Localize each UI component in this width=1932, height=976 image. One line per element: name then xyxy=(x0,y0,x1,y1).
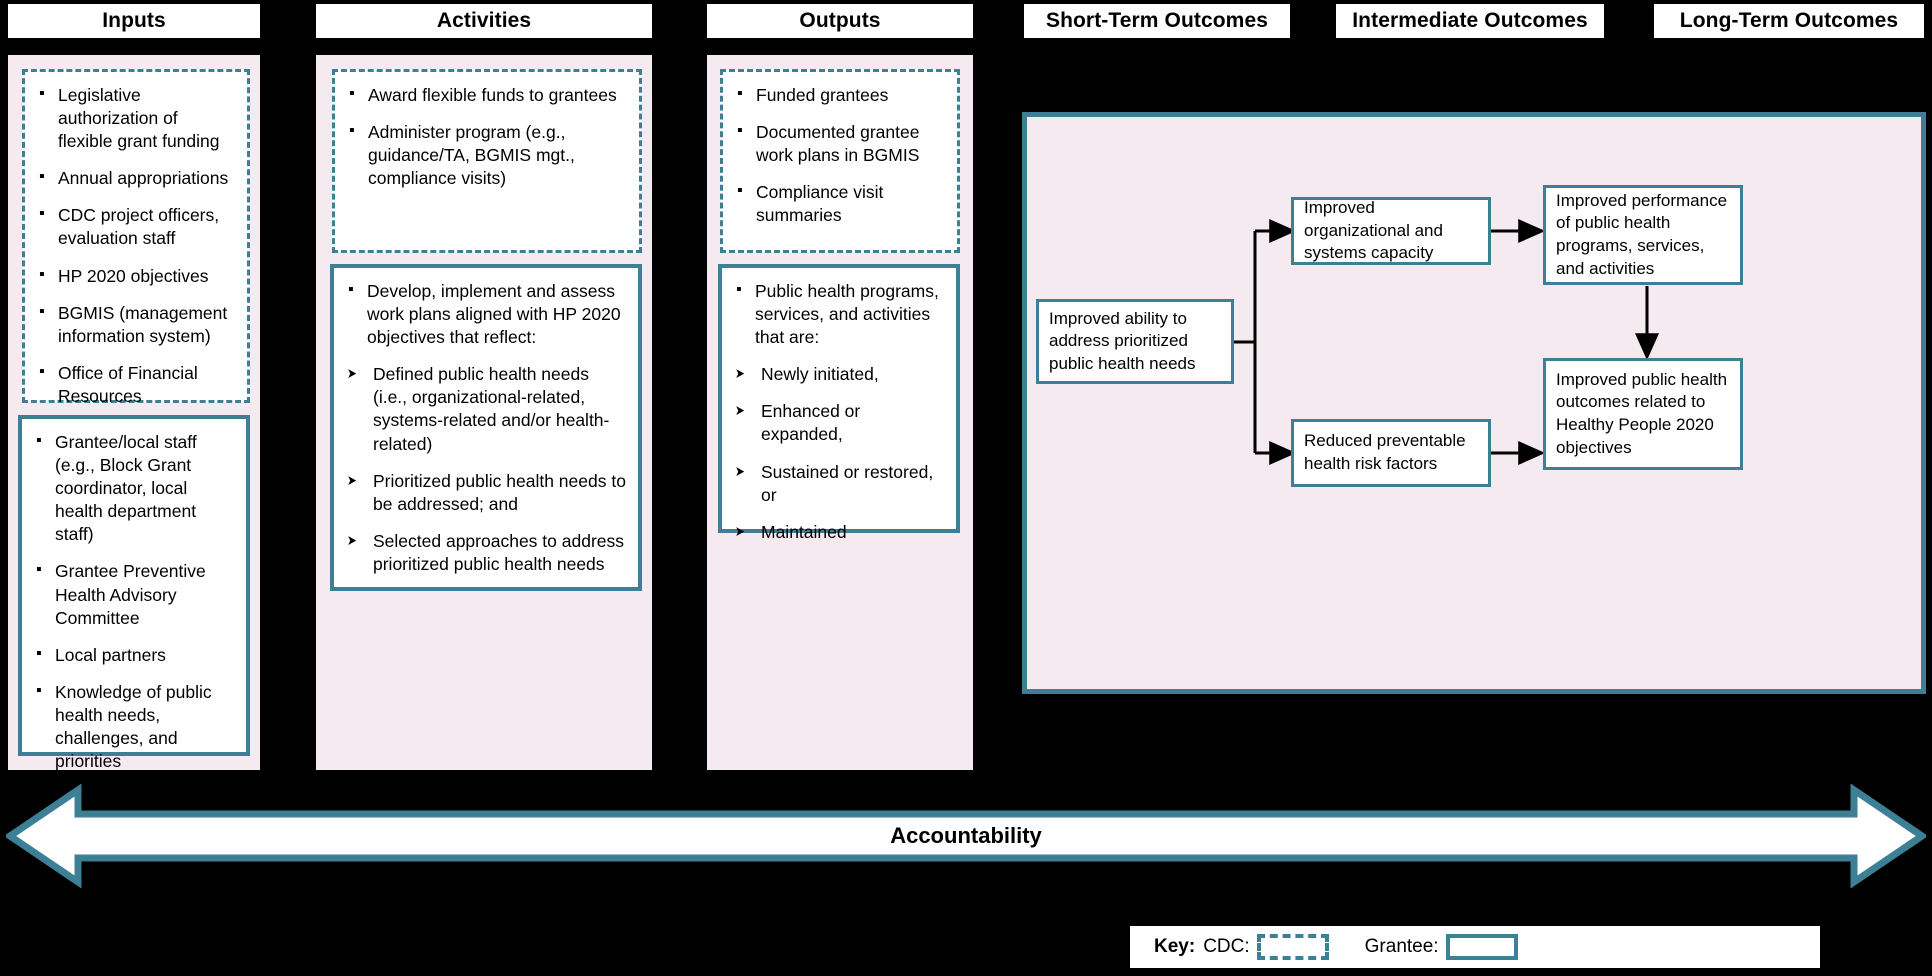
outcome-box-improved-ability: Improved ability to address prioritized … xyxy=(1036,299,1234,384)
outcome-box-label: Reduced preventable health risk factors xyxy=(1304,431,1466,473)
outcome-box-improved-performance: Improved performance of public health pr… xyxy=(1543,185,1743,285)
outcome-box-label: Improved public health outcomes related … xyxy=(1556,369,1728,457)
column-header-label: Outputs xyxy=(799,9,881,32)
inputs-grantee-box: Grantee/local staff (e.g., Block Grant c… xyxy=(18,415,250,771)
column-header-outputs: Outputs xyxy=(705,2,975,40)
key-cdc-label: CDC: xyxy=(1203,936,1250,957)
list-item: Selected approaches to address prioritiz… xyxy=(344,530,626,576)
list-item: Compliance visit summaries xyxy=(733,180,945,227)
list-item: Funded grantees xyxy=(733,83,945,107)
key-legend: Key: CDC: Grantee: xyxy=(1130,926,1820,968)
outcome-box-improved-org-capacity: Improved organizational and systems capa… xyxy=(1291,197,1491,265)
column-header-label: Inputs xyxy=(102,9,166,32)
column-header-label: Long-Term Outcomes xyxy=(1679,9,1899,32)
column-panel-activities: Award flexible funds to grantees Adminis… xyxy=(314,53,654,772)
outcome-box-reduced-risk-factors: Reduced preventable health risk factors xyxy=(1291,419,1491,487)
key-title: Key: xyxy=(1154,936,1196,957)
list-item: Annual appropriations xyxy=(35,166,235,190)
accountability-arrow: Accountability xyxy=(3,783,1929,889)
list-item: HP 2020 objectives xyxy=(35,264,235,288)
column-header-long-term-outcomes: Long-Term Outcomes xyxy=(1652,2,1926,40)
outputs-cdc-box: Funded grantees Documented grantee work … xyxy=(720,69,960,253)
outputs-grantee-box: Public health programs, services, and ac… xyxy=(718,264,960,542)
list-item: Newly initiated, xyxy=(732,363,944,386)
key-cdc-swatch-icon xyxy=(1256,934,1329,960)
column-panel-inputs: Legislative authorization of flexible gr… xyxy=(6,53,262,772)
activities-cdc-list: Award flexible funds to grantees Adminis… xyxy=(345,83,627,190)
outcome-box-improved-outcomes: Improved public health outcomes related … xyxy=(1543,358,1743,470)
inputs-cdc-list: Legislative authorization of flexible gr… xyxy=(35,83,235,408)
list-item: Prioritized public health needs to be ad… xyxy=(344,470,626,516)
inputs-cdc-box: Legislative authorization of flexible gr… xyxy=(22,69,250,406)
list-item: CDC project officers, evaluation staff xyxy=(35,203,235,250)
activities-grantee-box: Develop, implement and assess work plans… xyxy=(330,264,642,591)
list-item: Maintained xyxy=(732,521,944,544)
outcome-box-label: Improved ability to address prioritized … xyxy=(1049,308,1196,373)
list-item: Develop, implement and assess work plans… xyxy=(344,279,626,349)
list-item: Grantee Preventive Health Advisory Commi… xyxy=(32,559,234,629)
column-panel-outputs: Funded grantees Documented grantee work … xyxy=(705,53,975,772)
list-item: Administer program (e.g., guidance/TA, B… xyxy=(345,120,627,190)
list-item: Sustained or restored, or xyxy=(732,461,944,507)
outcome-box-label: Improved organizational and systems capa… xyxy=(1304,198,1443,263)
key-grantee-label: Grantee: xyxy=(1364,936,1439,957)
list-item: Defined public health needs (i.e., organ… xyxy=(344,363,626,455)
outputs-cdc-list: Funded grantees Documented grantee work … xyxy=(733,83,945,227)
list-item: BGMIS (management information system) xyxy=(35,301,235,348)
column-header-intermediate-outcomes: Intermediate Outcomes xyxy=(1334,2,1606,40)
column-header-label: Activities xyxy=(436,9,532,32)
outcomes-panel: Improved ability to address prioritized … xyxy=(1022,112,1926,694)
activities-cdc-box: Award flexible funds to grantees Adminis… xyxy=(332,69,642,253)
activities-grantee-list: Develop, implement and assess work plans… xyxy=(344,279,626,576)
list-item: Enhanced or expanded, xyxy=(732,400,944,446)
outcome-box-label: Improved performance of public health pr… xyxy=(1556,190,1728,278)
column-header-short-term-outcomes: Short-Term Outcomes xyxy=(1022,2,1292,40)
list-item: Local partners xyxy=(32,643,234,667)
list-item: Award flexible funds to grantees xyxy=(345,83,627,107)
list-item: Grantee/local staff (e.g., Block Grant c… xyxy=(32,430,234,546)
column-header-activities: Activities xyxy=(314,2,654,40)
list-item: Office of Financial Resources xyxy=(35,361,235,408)
accountability-arrow-shape xyxy=(3,783,1929,889)
list-item: Legislative authorization of flexible gr… xyxy=(35,83,235,153)
column-header-label: Intermediate Outcomes xyxy=(1352,9,1588,32)
column-header-inputs: Inputs xyxy=(6,2,262,40)
inputs-grantee-list: Grantee/local staff (e.g., Block Grant c… xyxy=(32,430,234,773)
list-item: Documented grantee work plans in BGMIS xyxy=(733,120,945,167)
list-item: Knowledge of public health needs, challe… xyxy=(32,680,234,773)
column-header-label: Short-Term Outcomes xyxy=(1045,9,1269,32)
list-item: Public health programs, services, and ac… xyxy=(732,279,944,349)
key-grantee-swatch-icon xyxy=(1445,934,1518,960)
outcome-connectors xyxy=(1233,219,1659,465)
outputs-grantee-list: Public health programs, services, and ac… xyxy=(732,279,944,544)
